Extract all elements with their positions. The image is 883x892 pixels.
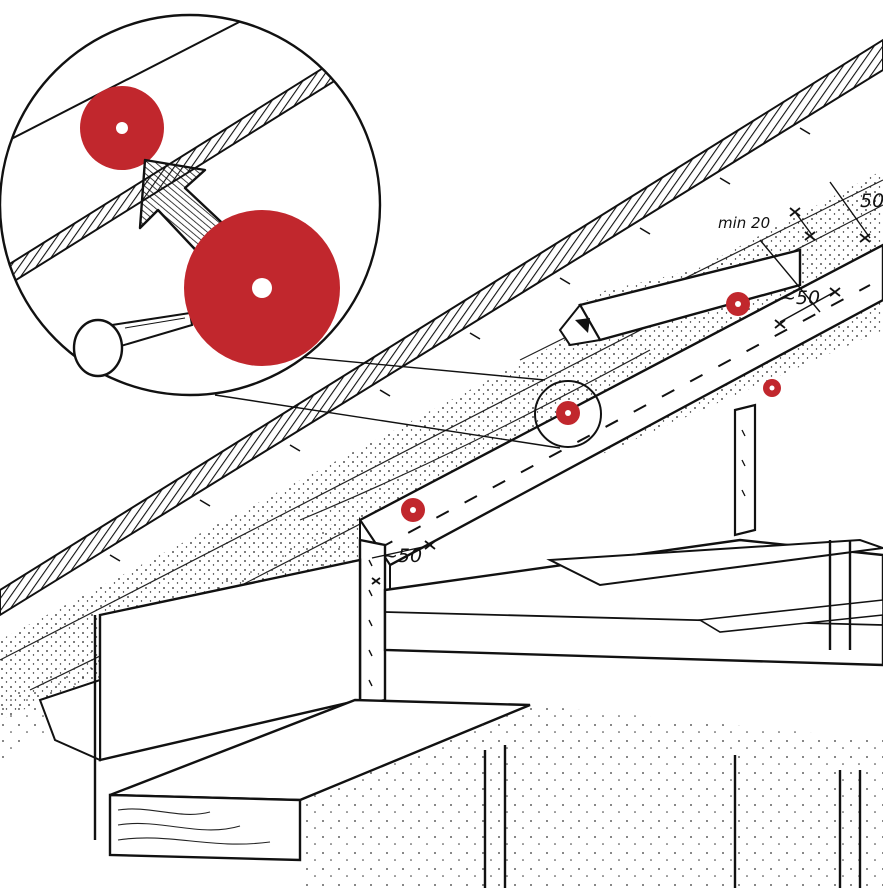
red-washer-disc-icon [556,401,580,425]
wall-panel [38,558,362,762]
dim-spacing-low: ~50 [382,545,422,567]
nail-icon [72,311,194,378]
fastener-discs [401,292,781,522]
dimension-lines [371,181,871,585]
dim-spacing-top: 50 [860,190,883,212]
lower-boards [93,540,883,888]
red-washer-disc-icon [80,86,164,170]
dim-min-edge: min 20 [718,214,770,232]
vertical-post-back [733,403,757,537]
batten-top [558,245,802,347]
magnified-detail [0,13,382,397]
red-washer-disc-icon [763,379,781,397]
dim-spacing-mid: ~50 [780,287,820,309]
red-washer-disc-icon [184,210,340,366]
red-washer-disc-icon [726,292,750,316]
cross-beam [383,538,883,667]
red-washer-disc-icon [401,498,425,522]
